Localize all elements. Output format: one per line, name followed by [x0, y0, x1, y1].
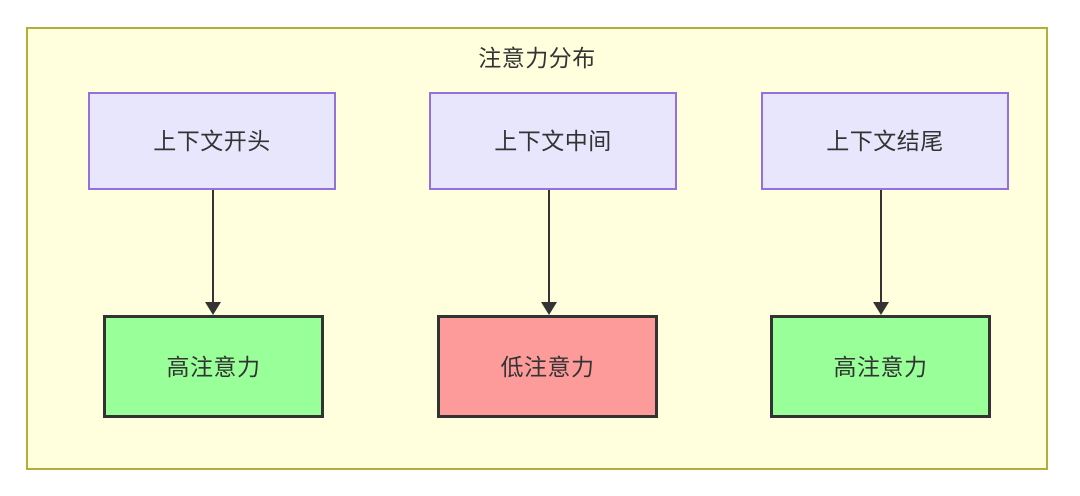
node-context-middle[interactable]: 上下文中间	[429, 92, 677, 190]
node-context-start[interactable]: 上下文开头	[88, 92, 336, 190]
node-high-attention-left[interactable]: 高注意力	[103, 315, 324, 418]
node-label: 上下文结尾	[826, 128, 944, 154]
node-context-end[interactable]: 上下文结尾	[761, 92, 1009, 190]
subgraph-title: 注意力分布	[478, 45, 596, 71]
node-label: 上下文中间	[494, 128, 612, 154]
node-label: 低注意力	[500, 353, 595, 380]
node-label: 上下文开头	[153, 128, 271, 154]
node-low-attention-middle[interactable]: 低注意力	[437, 315, 658, 418]
node-label: 高注意力	[166, 353, 261, 380]
node-label: 高注意力	[833, 353, 928, 380]
node-high-attention-right[interactable]: 高注意力	[770, 315, 991, 418]
